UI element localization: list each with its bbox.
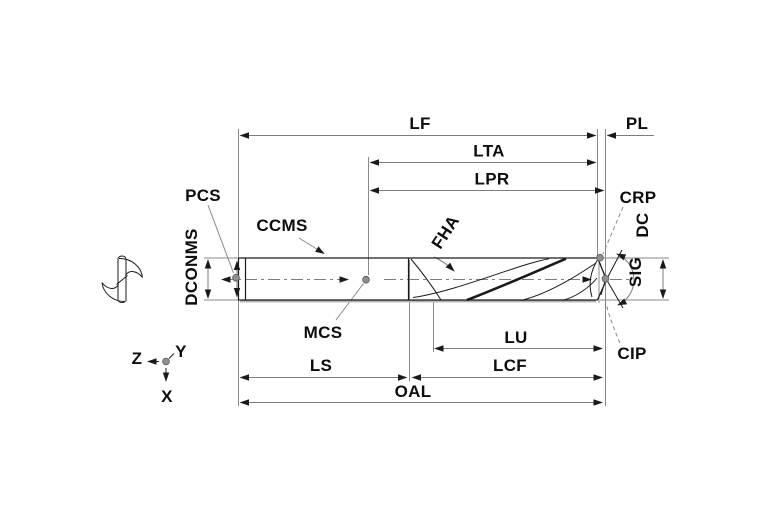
axis-label-z: Z	[132, 349, 143, 368]
dim-label-lta: LTA	[473, 142, 504, 161]
crp-point-marker	[596, 253, 604, 262]
axis-label-y: Y	[175, 342, 187, 361]
extension-lines	[204, 129, 669, 406]
dim-label-oal: OAL	[395, 382, 432, 401]
dim-label-dc: DC	[633, 212, 652, 237]
tip-point-marker	[601, 274, 610, 283]
coordinate-axes: Z Y X	[132, 342, 187, 406]
dimension-lines	[204, 132, 667, 406]
axis-label-x: X	[161, 387, 173, 406]
dim-label-lcf: LCF	[493, 356, 527, 375]
pcs-point-marker	[232, 273, 240, 282]
dim-label-pl: PL	[626, 114, 648, 133]
dim-label-dconms: DCONMS	[182, 228, 201, 305]
ref-label-cip: CIP	[617, 344, 646, 363]
dim-label-lu: LU	[504, 328, 527, 347]
ref-label-pcs: PCS	[185, 186, 221, 205]
axes-origin-marker	[162, 357, 170, 366]
dim-label-lf: LF	[409, 114, 430, 133]
ref-label-ccms: CCMS	[256, 216, 307, 235]
ref-label-crp: CRP	[620, 188, 657, 207]
dim-label-sig: SIG	[626, 257, 645, 287]
drill-side-view	[237, 257, 608, 303]
ref-label-mcs: MCS	[304, 323, 343, 342]
dim-label-lpr: LPR	[475, 170, 510, 189]
dim-label-fha: FHA	[428, 212, 463, 252]
reference-point-markers	[232, 253, 610, 284]
mcs-point-marker	[362, 275, 370, 284]
drill-end-view	[101, 255, 143, 304]
dim-label-ls: LS	[310, 356, 332, 375]
dimension-labels: LF PL LTA LPR PCS CCMS DCONMS MCS FHA CR…	[182, 114, 656, 401]
